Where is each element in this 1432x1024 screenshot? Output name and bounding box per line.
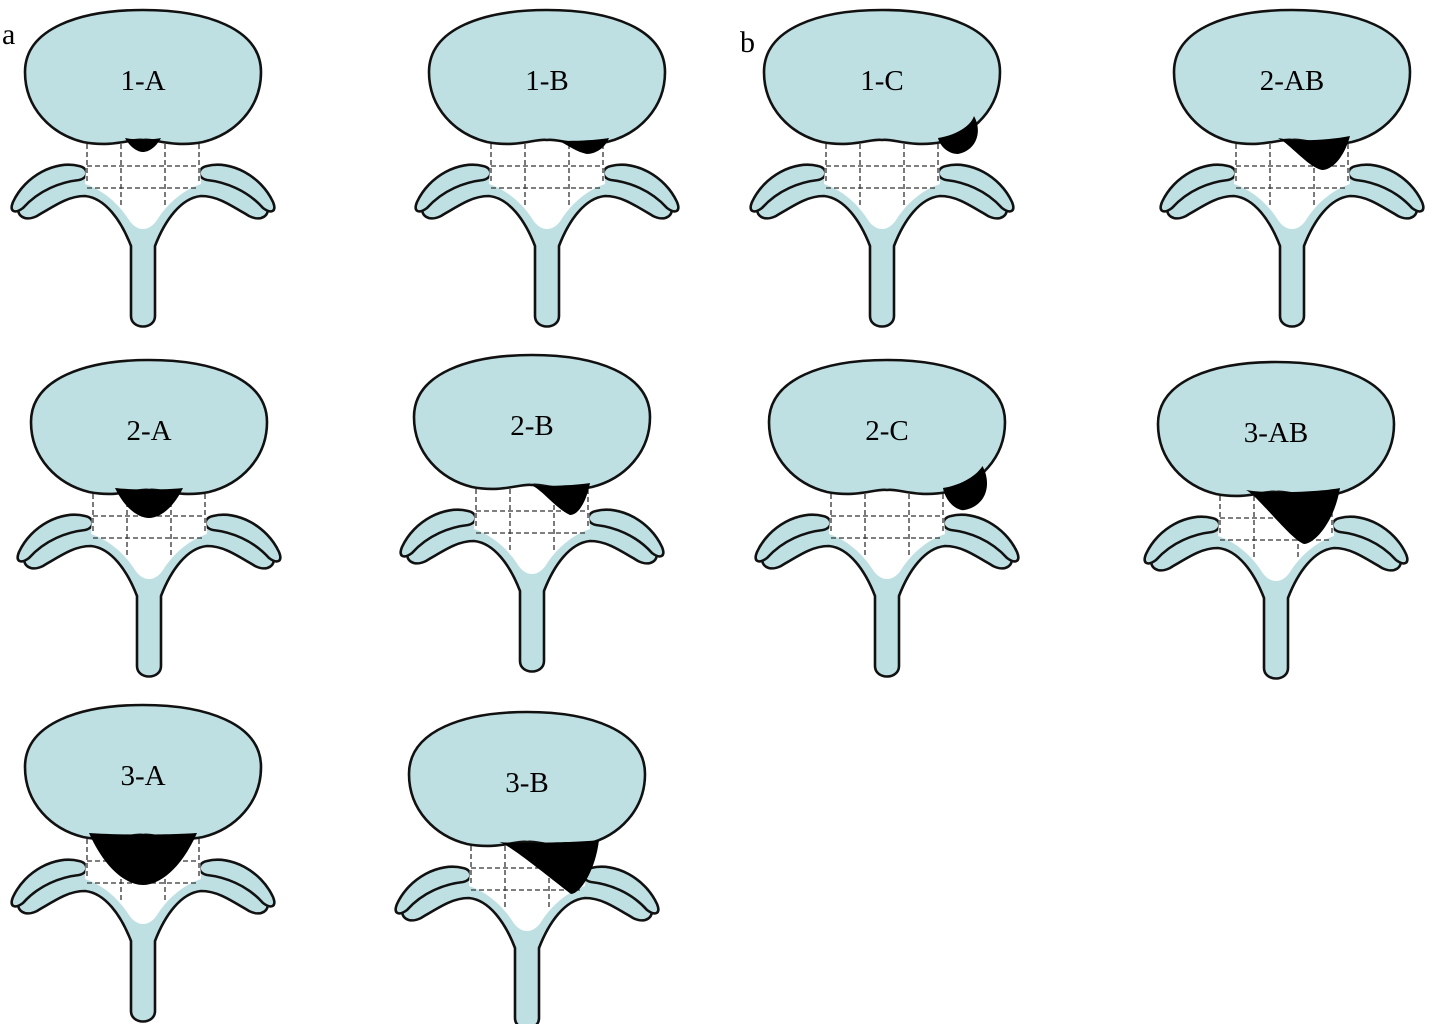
vertebral-body <box>29 358 269 496</box>
left-facet <box>394 865 472 915</box>
vertebra-3-ab: 3-AB <box>1143 360 1409 680</box>
vertebra-label: 2-A <box>126 415 171 447</box>
right-facet <box>587 508 665 558</box>
right-facet <box>1347 163 1425 213</box>
right-facet <box>602 163 680 213</box>
herniation-mark <box>1246 488 1340 544</box>
panel-a-letter: a <box>2 18 15 51</box>
vertebra-1-c: 1-C <box>749 8 1015 328</box>
vertebral-body <box>1172 8 1412 146</box>
vertebral-body <box>407 710 647 848</box>
spinal-canal <box>85 144 201 229</box>
canal-zone-grid <box>86 144 200 208</box>
vertebra-label: 2-C <box>865 415 909 447</box>
herniation-mark <box>938 116 978 154</box>
vertebra-2-c: 2-C <box>754 358 1020 678</box>
left-facet <box>414 163 492 213</box>
right-facet <box>942 513 1020 563</box>
herniation-mark <box>1278 136 1350 170</box>
herniation-mark <box>89 833 197 885</box>
canal-zone-grid <box>490 144 604 208</box>
vertebral-body <box>23 703 263 841</box>
vertebra-label: 1-C <box>860 65 904 97</box>
vertebra-1-a: 1-A <box>10 8 276 328</box>
vertebra-label: 3-B <box>505 767 549 799</box>
right-facet <box>937 163 1015 213</box>
vertebra-1-b: 1-B <box>414 8 680 328</box>
spinal-canal <box>474 489 590 574</box>
spinal-canal <box>829 494 945 579</box>
vertebral-body <box>427 8 667 146</box>
herniation-mark <box>943 466 988 511</box>
left-facet <box>10 163 88 213</box>
spinal-canal <box>824 144 940 229</box>
left-facet <box>10 858 88 908</box>
herniation-mark <box>530 483 590 515</box>
canal-zone-grid <box>830 494 944 558</box>
panel-b-letter: b <box>740 26 755 59</box>
left-facet <box>16 513 94 563</box>
vertebra-3-b: 3-B <box>394 710 660 1024</box>
left-facet <box>1143 515 1221 565</box>
vertebral-body <box>1156 360 1396 498</box>
left-facet <box>754 513 832 563</box>
vertebral-body <box>412 353 652 491</box>
vertebra-2-b: 2-B <box>399 353 665 673</box>
left-facet <box>399 508 477 558</box>
vertebra-3-a: 3-A <box>10 703 276 1023</box>
right-facet <box>198 163 276 213</box>
vertebra-grid: 1-A 1-B 1-C 2-AB 2-A 2-B 2-C 3-AB 3-A 3-B <box>10 8 1425 1024</box>
vertebra-label: 3-A <box>120 760 165 792</box>
herniation-mark <box>555 138 609 154</box>
right-facet <box>198 858 276 908</box>
vertebra-label: 1-B <box>525 65 569 97</box>
vertebra-label: 3-AB <box>1244 417 1308 449</box>
herniation-mark <box>125 138 161 152</box>
spinal-canal <box>91 494 207 579</box>
left-facet <box>749 163 827 213</box>
vertebra-2-a: 2-A <box>16 358 282 678</box>
vertebra-2-ab: 2-AB <box>1159 8 1425 328</box>
herniation-mark <box>115 488 183 518</box>
spinal-canal <box>489 144 605 229</box>
vertebra-label: 2-B <box>510 410 554 442</box>
canal-zone-grid <box>825 144 939 208</box>
vertebra-label: 1-A <box>120 65 165 97</box>
left-facet <box>1159 163 1237 213</box>
right-facet <box>204 513 282 563</box>
herniation-mark <box>499 840 599 894</box>
right-facet <box>1331 515 1409 565</box>
vertebral-body <box>23 8 263 146</box>
vertebra-label: 2-AB <box>1260 65 1324 97</box>
